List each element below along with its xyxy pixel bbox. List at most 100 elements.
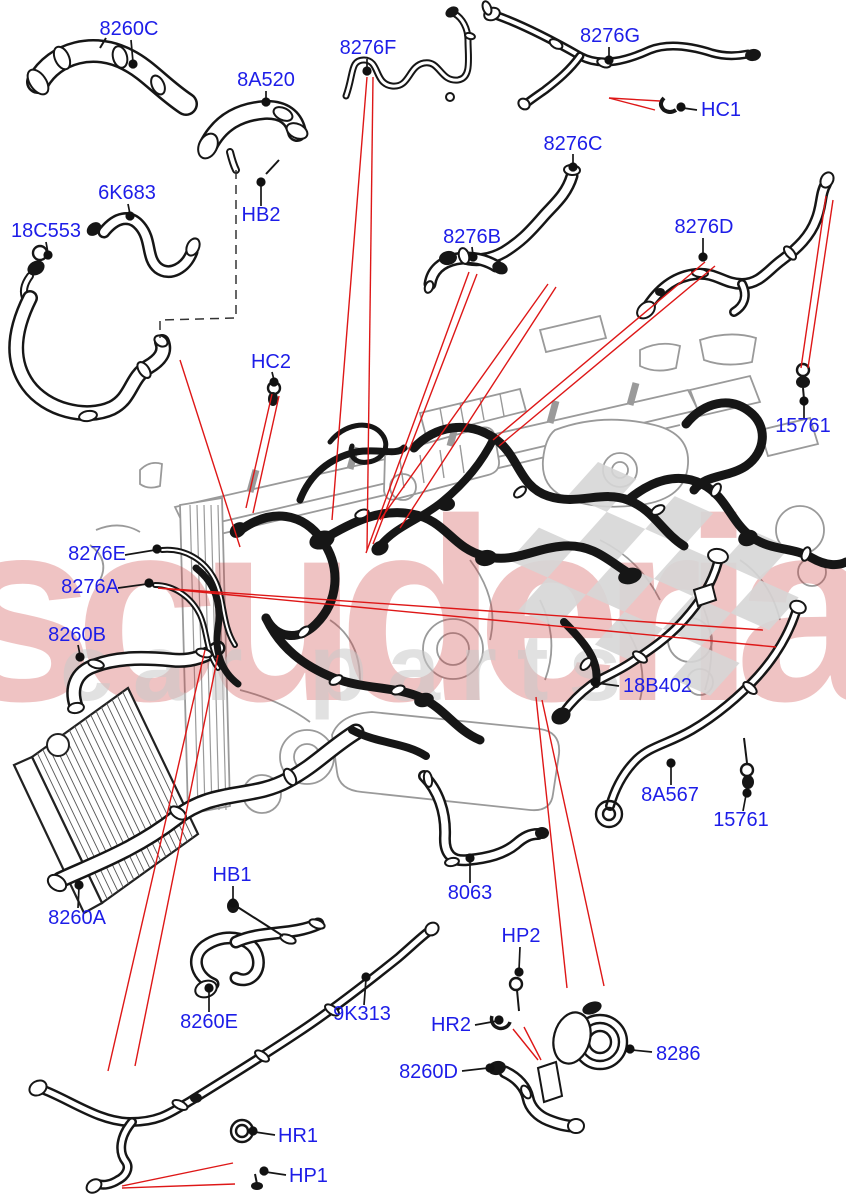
part-label-9K313: 9K313 (333, 1003, 391, 1025)
leader-dot-15761 (742, 788, 752, 798)
red-locator-line (331, 76, 368, 521)
red-locator-line (245, 393, 273, 509)
part-label-HP2: HP2 (502, 925, 541, 947)
leader-line-8260A (77, 886, 80, 909)
leader-dot-HB1 (228, 898, 238, 908)
leader-line-HR1 (254, 1131, 276, 1136)
leader-dot-8276F (362, 66, 372, 76)
red-locator-line (541, 699, 605, 987)
part-label-HC1: HC1 (701, 99, 741, 121)
red-locator-line (492, 261, 706, 441)
label-leader-lines (43, 39, 809, 1176)
leader-line-HP1 (265, 1171, 287, 1176)
part-label-8276A: 8276A (61, 576, 119, 598)
red-locator-line (157, 587, 764, 631)
part-label-8260B: 8260B (48, 624, 106, 646)
leader-dot-6K683 (125, 211, 135, 221)
leader-dot-8276D (698, 252, 708, 262)
leader-dot-8276B (468, 252, 478, 262)
leader-dot-15761 (799, 396, 809, 406)
red-locator-line (121, 1183, 236, 1189)
leader-line-18B402 (596, 682, 620, 687)
red-locator-line (807, 199, 834, 369)
leader-line-8286 (631, 1049, 653, 1053)
red-locator-line (365, 271, 470, 554)
red-locator-line (608, 97, 656, 111)
leader-dot-HP1 (259, 1166, 269, 1176)
leader-dot-8286 (625, 1044, 635, 1054)
part-label-8276C: 8276C (544, 133, 603, 155)
red-locator-line (366, 76, 374, 551)
red-locator-line (498, 265, 716, 447)
red-locator-line (134, 654, 219, 1067)
leader-dot-8A520 (261, 97, 271, 107)
part-label-8276E: 8276E (68, 543, 126, 565)
leader-dot-HC2 (269, 377, 279, 387)
leader-line-8260D (461, 1067, 489, 1072)
leader-dot-8260D (485, 1063, 495, 1073)
red-locator-line (608, 97, 661, 102)
leader-dot-8260A (74, 880, 84, 890)
leader-line-15761 (742, 794, 747, 812)
leader-dot-18C553 (43, 250, 53, 260)
red-locator-line (535, 696, 568, 989)
part-label-8260C: 8260C (100, 18, 159, 40)
leader-dot-8276E (152, 544, 162, 554)
leader-line-9K313 (363, 978, 367, 1006)
leader-dot-8260B (75, 652, 85, 662)
leader-dot-HC1 (676, 102, 686, 112)
leader-dot-HP2 (514, 967, 524, 977)
leader-dot-8260C (128, 59, 138, 69)
part-label-8A520: 8A520 (237, 69, 295, 91)
red-locator-line (800, 195, 827, 369)
leader-dot-9K313 (361, 972, 371, 982)
red-locator-line (379, 283, 549, 521)
part-label-HB1: HB1 (213, 864, 252, 886)
red-locator-line (399, 286, 557, 529)
hose-parts-drawing (8, 0, 846, 1194)
part-label-HR1: HR1 (278, 1125, 318, 1147)
red-locator-line (179, 359, 241, 548)
leader-dot-8063 (465, 853, 475, 863)
part-label-8276B: 8276B (443, 226, 501, 248)
leader-dot-8260E (204, 983, 214, 993)
leader-dot-HR1 (248, 1126, 258, 1136)
leader-line-HP2 (518, 946, 521, 971)
red-locator-line (512, 1028, 539, 1061)
part-label-HP1: HP1 (289, 1165, 328, 1187)
part-label-HC2: HC2 (251, 351, 291, 373)
leader-line-8276E (124, 549, 156, 556)
red-locator-line (372, 273, 478, 545)
part-label-8276F: 8276F (340, 37, 397, 59)
red-locator-line (157, 587, 777, 648)
leader-dot-8276G (604, 55, 614, 65)
leader-dot-8276C (568, 162, 578, 172)
part-label-15761: 15761 (713, 809, 769, 831)
leader-dot-HR2 (494, 1015, 504, 1025)
red-locator-line (121, 1162, 234, 1187)
part-label-8063: 8063 (448, 882, 493, 904)
leader-dot-8276A (144, 578, 154, 588)
leader-line-8276A (117, 583, 148, 589)
part-label-18B402: 18B402 (623, 675, 692, 697)
part-label-6K683: 6K683 (98, 182, 156, 204)
part-label-18C553: 18C553 (11, 220, 81, 242)
part-label-8286: 8286 (656, 1043, 701, 1065)
part-label-HB2: HB2 (242, 204, 281, 226)
part-label-8260E: 8260E (180, 1011, 238, 1033)
leader-dot-HB2 (256, 177, 266, 187)
part-label-HR2: HR2 (431, 1014, 471, 1036)
watermark-subtext: car parts (60, 615, 641, 721)
part-label-8276D: 8276D (675, 216, 734, 238)
part-label-8276G: 8276G (580, 25, 640, 47)
red-locator-line (523, 1026, 542, 1061)
red-locator-lines (107, 76, 834, 1189)
leader-line-8260C (130, 39, 134, 63)
red-locator-line (252, 395, 280, 514)
red-locator-line (107, 649, 206, 1072)
leader-line-HR2 (474, 1020, 498, 1026)
